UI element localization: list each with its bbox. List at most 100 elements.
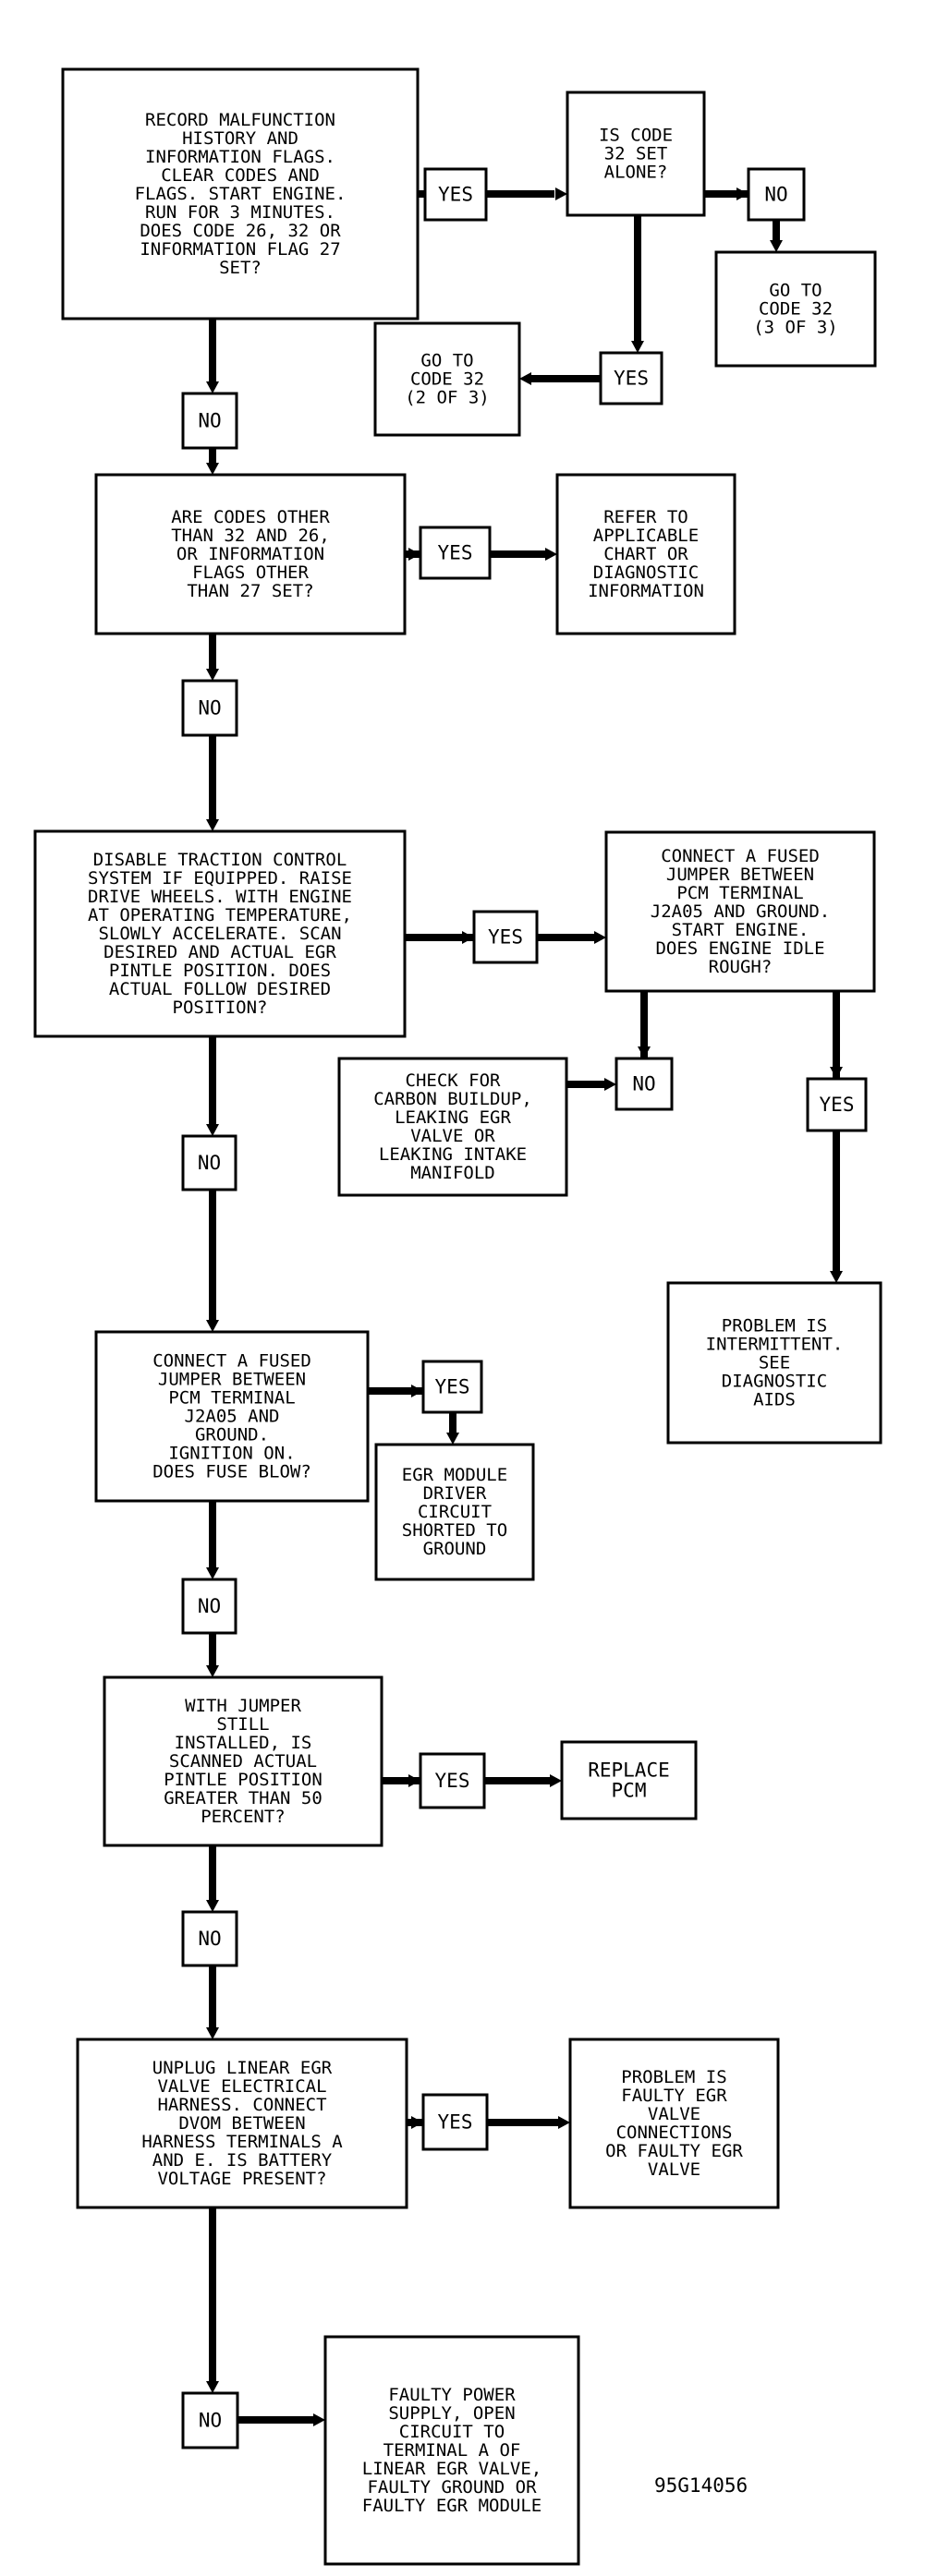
box-text-line: REFER TO bbox=[603, 507, 688, 527]
decision-label-n15_yes: YES bbox=[421, 2093, 489, 2151]
box-text-line: YES bbox=[820, 1094, 855, 1116]
box-text-line: CONNECT A FUSED bbox=[661, 846, 820, 866]
arrowheads bbox=[206, 187, 843, 2426]
box-text-line: YES bbox=[614, 368, 649, 390]
box-outline bbox=[181, 392, 238, 450]
box-text-line: INFORMATION FLAG 27 bbox=[140, 239, 340, 260]
box-text-line: FLAGS. START ENGINE. bbox=[135, 184, 347, 204]
box-text-line: POSITION? bbox=[173, 998, 268, 1018]
box-text-line: THAN 27 SET? bbox=[187, 581, 313, 601]
arrowhead bbox=[631, 341, 644, 353]
arrowhead bbox=[411, 2116, 423, 2129]
arrowhead bbox=[446, 1433, 459, 1445]
box-text-line: IS CODE bbox=[599, 126, 673, 146]
box-text-line: APPLICABLE bbox=[593, 526, 699, 546]
box-outline bbox=[61, 67, 420, 320]
arrowhead bbox=[770, 240, 783, 252]
box-text-line: CODE 32 bbox=[410, 369, 484, 390]
box-text-line: AND E. IS BATTERY bbox=[152, 2150, 333, 2171]
decision-label-n2_no: NO bbox=[747, 167, 806, 222]
box-text-line: NO bbox=[198, 1595, 221, 1617]
box-text-line: J2A05 AND GROUND. bbox=[651, 901, 830, 922]
arrowhead bbox=[638, 1046, 651, 1058]
box-text-line: DOES CODE 26, 32 OR bbox=[140, 221, 341, 241]
box-text-line: ACTUAL FOLLOW DESIRED bbox=[109, 979, 331, 999]
arrowhead bbox=[206, 2027, 219, 2039]
arrowhead bbox=[206, 2381, 219, 2393]
box-text-line: SET? bbox=[219, 258, 262, 278]
box-text-line: (3 OF 3) bbox=[753, 317, 838, 337]
box-text-line: VALVE ELECTRICAL bbox=[157, 2076, 326, 2097]
box-outline bbox=[472, 910, 539, 964]
arrowhead bbox=[830, 1067, 843, 1079]
box-text-line: FAULTY EGR bbox=[621, 2086, 727, 2106]
arrowhead bbox=[206, 463, 219, 475]
decision-label-n8_yes: YES bbox=[806, 1077, 868, 1132]
box-text-line: PINTLE POSITION. DOES bbox=[109, 961, 331, 981]
box-outline bbox=[181, 2391, 239, 2449]
box-text-line: DIAGNOSTIC bbox=[722, 1371, 827, 1391]
box-text-line: NO bbox=[198, 410, 221, 432]
box-outline bbox=[103, 1675, 383, 1847]
box-text-line: CIRCUIT bbox=[418, 1502, 492, 1522]
box-text-line: FAULTY POWER bbox=[388, 2385, 516, 2405]
box-outline bbox=[181, 1578, 237, 1635]
box-text-line: FAULTY EGR MODULE bbox=[362, 2496, 542, 2516]
decision-label-n11_no: NO bbox=[181, 1578, 237, 1635]
arrowhead bbox=[736, 187, 749, 200]
box-text-line: HISTORY AND bbox=[182, 128, 298, 149]
box-text-line: GROUND. bbox=[195, 1424, 269, 1445]
box-text-line: STILL bbox=[216, 1714, 269, 1735]
arrowhead bbox=[411, 1385, 423, 1397]
box-text-line: PROBLEM IS bbox=[722, 1316, 827, 1336]
box-text-line: EGR MODULE bbox=[402, 1465, 507, 1485]
box-text-line: JUMPER BETWEEN bbox=[666, 865, 814, 885]
box-text-line: REPLACE bbox=[588, 1759, 670, 1781]
arrowhead bbox=[830, 1271, 843, 1283]
arrowhead bbox=[206, 1320, 219, 1332]
box-text-line: INTERMITTENT. bbox=[706, 1335, 844, 1355]
arrowhead bbox=[594, 931, 606, 944]
arrowhead bbox=[550, 1774, 562, 1787]
box-text-line: NO bbox=[198, 1152, 221, 1174]
box-text-line: OR INFORMATION bbox=[176, 544, 324, 564]
arrowhead bbox=[519, 372, 531, 385]
box-text-line: SUPPLY, OPEN bbox=[388, 2403, 515, 2424]
box-outline bbox=[419, 1752, 486, 1809]
box-text-line: RECORD MALFUNCTION bbox=[145, 110, 335, 130]
box-text-line: FAULTY GROUND OR bbox=[367, 2477, 537, 2497]
box-text-line: CARBON BUILDUP, bbox=[373, 1089, 532, 1109]
box-text-line: NO bbox=[764, 184, 787, 206]
box-text-line: J2A05 AND bbox=[185, 1407, 280, 1427]
box-text-line: NO bbox=[199, 2410, 222, 2432]
box-outline bbox=[374, 1443, 535, 1581]
box-text-line: 32 SET bbox=[604, 144, 668, 164]
arrowhead bbox=[555, 187, 567, 200]
box-outline bbox=[599, 351, 663, 405]
box-outline bbox=[806, 1077, 868, 1132]
box-text-line: DOES FUSE BLOW? bbox=[152, 1461, 311, 1482]
box-text-line: CODE 32 bbox=[759, 299, 833, 320]
arrowhead bbox=[545, 548, 557, 561]
box-outline bbox=[555, 473, 736, 635]
box-outline bbox=[33, 829, 407, 1038]
box-text-line: LINEAR EGR VALVE, bbox=[362, 2459, 542, 2479]
box-text-line: YES bbox=[438, 184, 473, 206]
box-text-line: DOES ENGINE IDLE bbox=[655, 938, 824, 959]
box-outline bbox=[566, 91, 706, 217]
box-text-line: THAN 32 AND 26, bbox=[171, 526, 330, 546]
box-text-line: CONNECT A FUSED bbox=[152, 1351, 311, 1372]
box-text-line: WITH JUMPER bbox=[185, 1696, 301, 1716]
box-text-line: START ENGINE. bbox=[672, 920, 809, 940]
